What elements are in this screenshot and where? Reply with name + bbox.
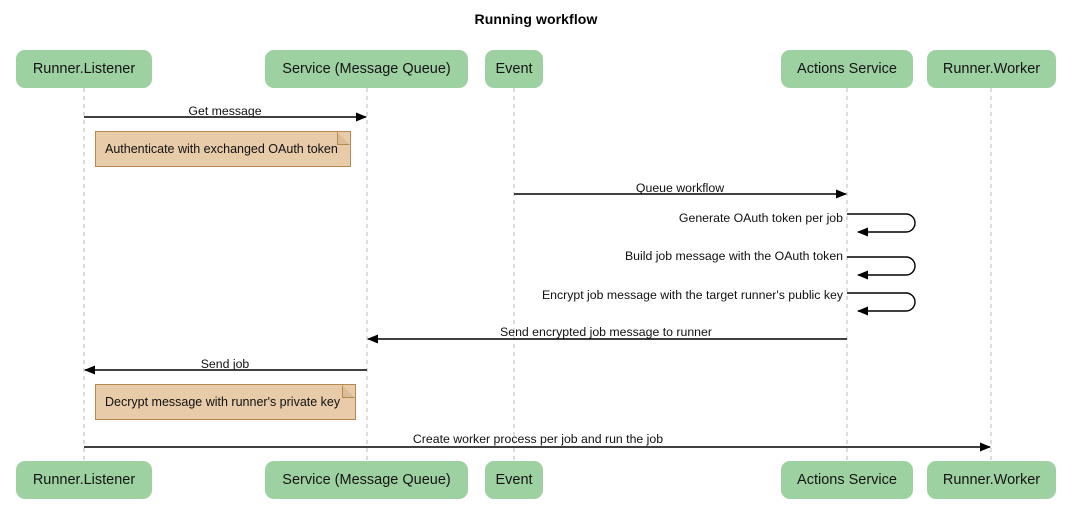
note-text: Decrypt message with runner's private ke… xyxy=(105,395,341,409)
participant-actions-service-bottom[interactable]: Actions Service xyxy=(781,461,913,499)
participant-event-top[interactable]: Event xyxy=(485,50,543,88)
participant-label: Runner.Worker xyxy=(942,472,1041,488)
lifelines-group xyxy=(83,88,992,460)
message-label-get-message: Get message xyxy=(188,104,262,118)
participant-label: Service (Message Queue) xyxy=(282,472,451,488)
participant-label: Actions Service xyxy=(797,472,897,488)
participant-label: Runner.Listener xyxy=(32,472,136,488)
note-text: Authenticate with exchanged OAuth token xyxy=(105,142,338,156)
participant-runner-listener-top[interactable]: Runner.Listener xyxy=(16,50,152,88)
participant-runner-listener-bottom[interactable]: Runner.Listener xyxy=(16,461,152,499)
message-generate-oauth-token-selfloop xyxy=(847,213,916,237)
participant-service-message-queue-bottom[interactable]: Service (Message Queue) xyxy=(265,461,468,499)
message-label-queue-workflow: Queue workflow xyxy=(635,181,725,195)
participant-label: Runner.Worker xyxy=(942,61,1041,77)
participant-label: Runner.Listener xyxy=(32,61,136,77)
note-fold-corner-icon xyxy=(342,385,355,398)
message-label-generate-oauth-token: Generate OAuth token per job xyxy=(678,211,843,225)
participant-event-bottom[interactable]: Event xyxy=(485,461,543,499)
note-authenticate-note: Authenticate with exchanged OAuth token xyxy=(95,131,351,167)
participant-actions-service-top[interactable]: Actions Service xyxy=(781,50,913,88)
participant-label: Service (Message Queue) xyxy=(282,61,451,77)
message-label-send-encrypted-job-message: Send encrypted job message to runner xyxy=(500,325,712,339)
participant-label: Event xyxy=(495,61,533,77)
message-label-send-job: Send job xyxy=(200,357,250,371)
messages-group xyxy=(84,112,991,452)
participant-runner-worker-top[interactable]: Runner.Worker xyxy=(927,50,1056,88)
participant-label: Event xyxy=(495,472,533,488)
participant-label: Actions Service xyxy=(797,61,897,77)
page-title: Running workflow xyxy=(474,11,598,27)
note-decrypt-note: Decrypt message with runner's private ke… xyxy=(95,384,356,420)
note-fold-corner-icon xyxy=(337,132,350,145)
message-label-encrypt-job-message: Encrypt job message with the target runn… xyxy=(541,288,843,302)
message-label-create-worker-process: Create worker process per job and run th… xyxy=(412,432,664,446)
participant-service-message-queue-top[interactable]: Service (Message Queue) xyxy=(265,50,468,88)
participant-runner-worker-bottom[interactable]: Runner.Worker xyxy=(927,461,1056,499)
message-label-build-job-message: Build job message with the OAuth token xyxy=(624,249,843,263)
message-build-job-message-selfloop xyxy=(847,256,916,280)
message-encrypt-job-message-selfloop xyxy=(847,292,916,316)
